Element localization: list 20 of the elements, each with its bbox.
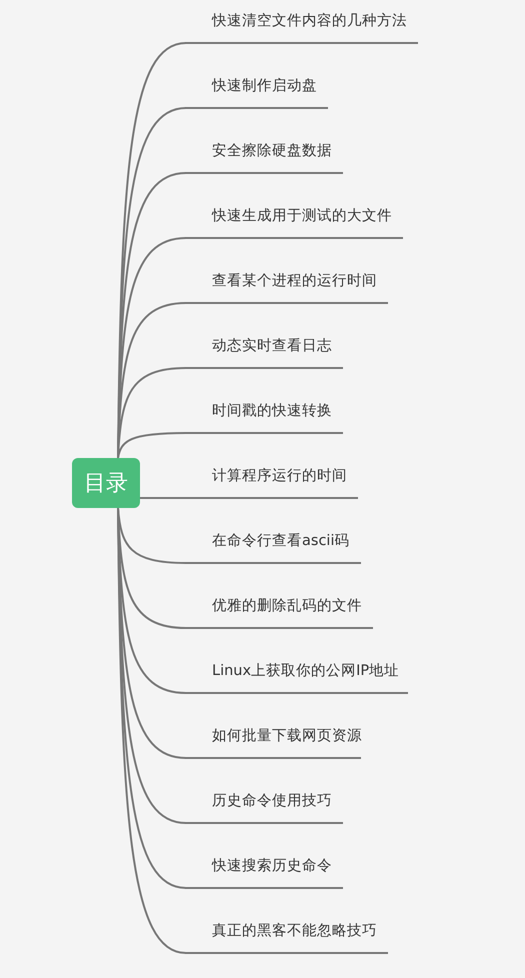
topic-text: 查看某个进程的运行时间 [212, 272, 377, 290]
topic-text: 快速清空文件内容的几种方法 [212, 12, 407, 30]
topic-text: 快速搜索历史命令 [212, 857, 332, 875]
branch-line [117, 367, 186, 458]
topic-text: 在命令行查看ascii码 [212, 532, 350, 550]
topic-text: 如何批量下载网页资源 [212, 727, 362, 745]
topic-text: 真正的黑客不能忽略技巧 [212, 922, 377, 940]
root-box: 目录 [72, 458, 140, 508]
branch-line [117, 432, 186, 458]
topic-text: 计算程序运行的时间 [212, 467, 347, 485]
branch-line [140, 497, 186, 499]
topic-text: Linux上获取你的公网IP地址 [212, 662, 400, 680]
topic-text: 快速生成用于测试的大文件 [212, 207, 392, 225]
branch-line [117, 508, 186, 564]
topic-text: 快速制作启动盘 [212, 76, 317, 95]
topic-text: 安全擦除硬盘数据 [212, 142, 332, 160]
topic-text: 动态实时查看日志 [212, 336, 332, 355]
topic-text: 历史命令使用技巧 [212, 792, 332, 810]
topic-text: 优雅的删除乱码的文件 [212, 597, 362, 615]
topic-text: 时间戳的快速转换 [212, 402, 332, 420]
